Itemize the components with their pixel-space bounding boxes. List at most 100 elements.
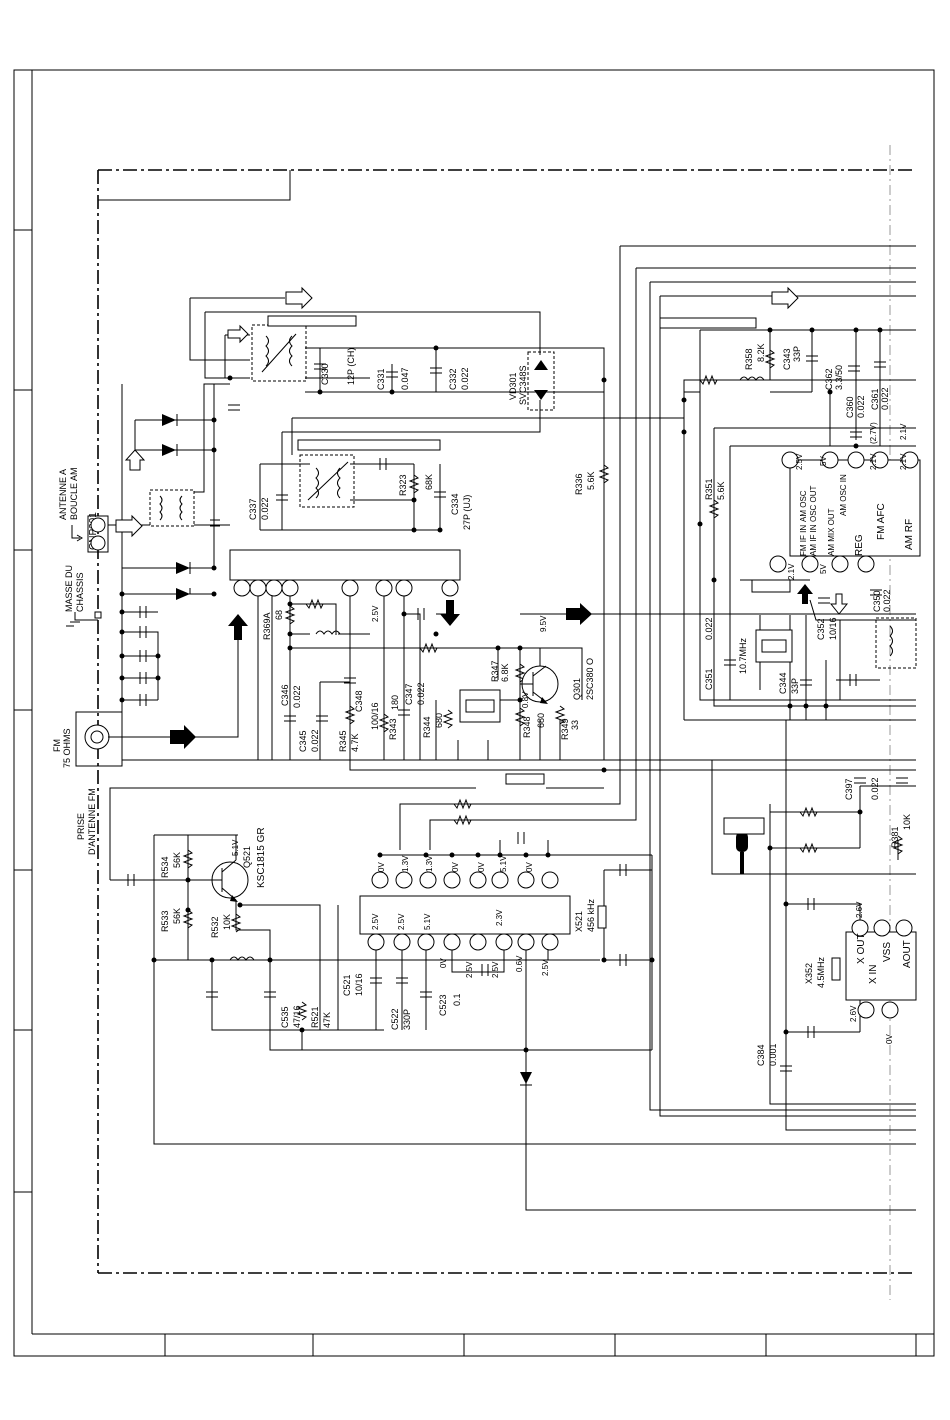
r358-value: 8.2K	[756, 343, 766, 362]
q301-ref: Q301	[572, 678, 582, 700]
x352-ref: X352	[804, 963, 814, 984]
v-q301-base: 9.5V	[539, 615, 548, 632]
diode-d1	[162, 414, 178, 426]
c347-value: 0.022	[416, 682, 426, 705]
r521-ref: R521	[310, 1006, 320, 1028]
lbl-am-osc: AM OSC	[799, 490, 808, 522]
diode-d4	[176, 588, 191, 600]
chassis-label-2: CHASSIS	[75, 572, 85, 612]
c397-value: 0.022	[870, 777, 880, 800]
r351-value: 5.6K	[716, 481, 726, 500]
c345-value: 0.022	[310, 729, 320, 752]
lbl-reg: REG	[854, 534, 865, 556]
v-u521-i2: 5.1V	[423, 913, 432, 930]
r347-ref: R347	[490, 660, 500, 682]
r348-value: 680	[536, 713, 546, 728]
c344-value: 33P	[790, 678, 800, 694]
c384-value: 0.001	[768, 1043, 778, 1066]
ic-blocks	[233, 315, 921, 1019]
v-u521-t6: 0V	[525, 862, 534, 872]
r349-value: 33	[570, 720, 580, 730]
lbl-fm-afc: FM AFC	[876, 503, 887, 540]
label-bar-3	[659, 317, 757, 329]
label-bar-1	[267, 315, 357, 327]
v-u521-b4: 2.5V	[465, 961, 474, 978]
c346-value: 0.022	[292, 685, 302, 708]
lbl-fm-if-in: FM IF IN	[799, 525, 808, 556]
r343-ref: R343	[388, 718, 398, 740]
fm-label-1: FM	[52, 739, 62, 752]
c352-ref: C352	[816, 618, 826, 640]
c535-ref: C535	[280, 1006, 290, 1028]
c331-value: 0.047	[400, 367, 410, 390]
diode-d2	[162, 444, 178, 456]
diode-d5	[520, 1072, 532, 1086]
c361-value: 0.022	[880, 387, 890, 410]
am-antenna-label-2: BOUCLE AM	[69, 467, 79, 520]
am-antenna-label-1: ANTENNE A	[58, 469, 68, 520]
v-u521-t0: 0V	[377, 862, 386, 872]
q521-symbol	[211, 859, 249, 902]
label-bar-4	[505, 773, 545, 785]
voltage-labels: 9.5V 0.8V 2.5V 2.5V 5V 2.1V (2.7V) 2.1V …	[231, 422, 908, 1044]
v-u521-t5: 5.1V	[499, 855, 508, 872]
c337-ref: C337	[248, 498, 258, 520]
x352-value: 4.5MHz	[816, 956, 826, 988]
r345-ref: R345	[338, 730, 348, 752]
c535-value: 47/16	[292, 1005, 302, 1028]
q521-ref: Q521	[242, 846, 252, 868]
v-x352-0v: 0V	[885, 1034, 894, 1044]
fm-label-4: D'ANTENNE FM	[87, 788, 97, 855]
c344-ref: C344	[778, 672, 788, 694]
v-27v: (2.7V)	[869, 422, 878, 444]
c350-ref: C350	[872, 590, 882, 612]
junction-dots	[119, 327, 883, 1053]
c345-ref: C345	[298, 730, 308, 752]
lbl-am-if-in: AM IF IN	[809, 524, 818, 556]
lbl-am-osc-in: AM OSC IN	[839, 474, 848, 516]
r347-value: 6.8K	[500, 663, 510, 682]
fm-label-3: PRISE	[76, 813, 86, 840]
c330-ref: C330	[320, 363, 330, 385]
c362-ref: C362	[824, 368, 834, 390]
v-u521-b3: 0V	[439, 958, 448, 968]
x521-value: 456 kHz	[586, 898, 596, 932]
c346-ref: C346	[280, 684, 290, 706]
v-u521-b6: 2.5V	[541, 959, 550, 976]
c347-ref: C347	[404, 683, 414, 705]
r336-ref: R336	[574, 473, 584, 495]
v-q301-e: 0.8V	[521, 691, 530, 708]
r534-value: 56K	[172, 852, 182, 868]
c352-value: 10/16	[828, 617, 838, 640]
r532-ref: R532	[210, 916, 220, 938]
v-u521-t4: 0V	[477, 862, 486, 872]
v-u521-t1: 1.3V	[401, 855, 410, 872]
lbl-vss: VSS	[882, 942, 893, 962]
fm-label-2: 75 OHMS	[62, 728, 72, 768]
vd301-value: SVC348S	[518, 365, 528, 405]
r369a-ref: R369A	[262, 612, 272, 640]
c361-ref: C361	[870, 388, 880, 410]
v-5v-b: 5V	[819, 564, 828, 574]
c360-value: 0.022	[856, 395, 866, 418]
v-2v1-b: 2.1V	[899, 453, 908, 470]
lbl-x-in: X IN	[868, 965, 879, 984]
v-u521-i3: 2.3V	[495, 909, 504, 926]
fm-antenna-connector: FM 75 OHMS PRISE D'ANTENNE FM	[52, 711, 123, 855]
r533-ref: R533	[160, 910, 170, 932]
c343-value: 33P	[792, 346, 802, 362]
v-2v1-c: 2.1V	[899, 423, 908, 440]
component-symbols	[127, 324, 917, 1086]
c522-value: 330P	[402, 1009, 412, 1030]
c330-value: 12P (CH)	[346, 348, 356, 385]
sheet-frame	[13, 69, 935, 1357]
c348-value: 100/16	[370, 702, 380, 730]
v-osc-out: 2.5V	[795, 453, 804, 470]
v-2v1-a: 2.1V	[869, 453, 878, 470]
r533-value: 56K	[172, 908, 182, 924]
ic-pin-labels: AM OSC OSC OUT AM OSC IN FM AFC AM RF FM…	[799, 474, 915, 984]
lbl-x-out: X OUT	[856, 933, 867, 964]
r348-ref: R348	[522, 716, 532, 738]
c522-ref: C522	[390, 1008, 400, 1030]
v-x352-top: 2.6V	[855, 901, 864, 918]
